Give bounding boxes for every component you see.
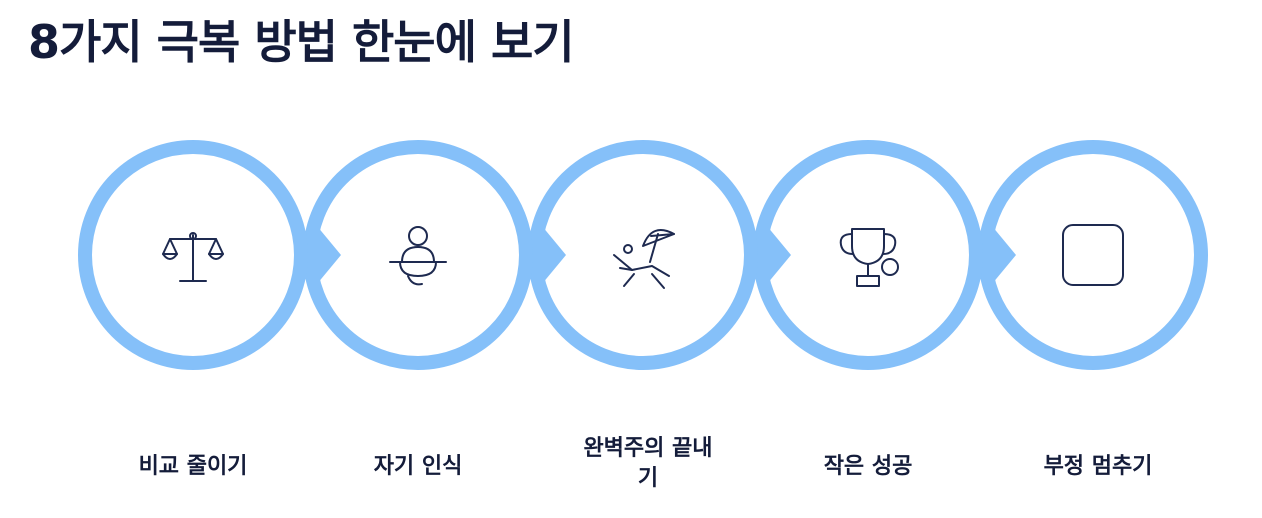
step-ring-4 (753, 140, 1016, 370)
step-ring-3 (528, 140, 791, 370)
beach-chair-umbrella-icon (613, 229, 675, 289)
step-label-2: 자기 인식 (373, 454, 463, 479)
page-title: 8가지 극복 방법 한눈에 보기 (28, 15, 575, 69)
trophy-icon (839, 228, 899, 287)
stop-square-icon (1062, 224, 1124, 286)
step-label-4: 작은 성공 (823, 454, 913, 479)
step-label-5: 부정 멈추기 (1043, 454, 1153, 479)
balance-scale-icon (162, 232, 224, 282)
process-chain (78, 140, 1208, 370)
step-label-3: 완벽주의 끝내기 (583, 436, 713, 491)
step-label-1: 비교 줄이기 (138, 454, 248, 479)
person-meditation-icon (389, 226, 447, 286)
step-ring-2 (303, 140, 566, 370)
step-ring-5 (978, 140, 1208, 370)
